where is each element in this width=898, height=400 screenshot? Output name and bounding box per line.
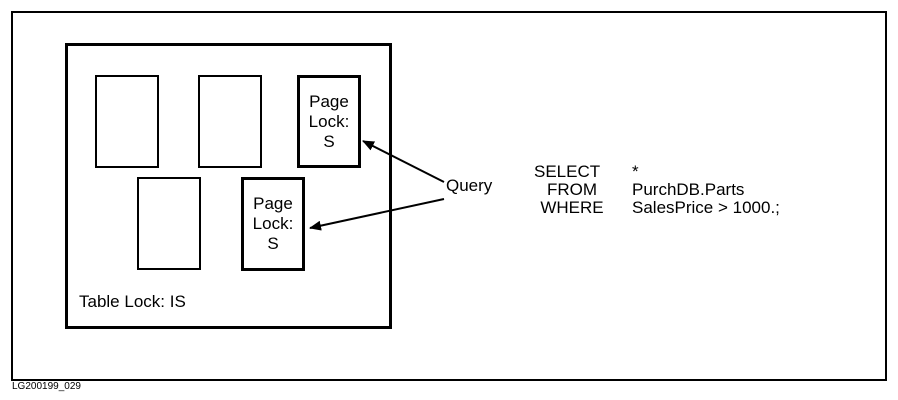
sql-keyword: WHERE [540,198,604,217]
page-lock-label: Page Lock: S [300,92,358,152]
sql-keyword: FROM [546,180,598,199]
page-5-locked: Page Lock: S [241,177,305,271]
page-1 [95,75,159,168]
table-box: Page Lock: S Page Lock: S [65,43,392,329]
page-lock-line: S [267,234,279,253]
page-lock-line: Lock: [308,111,350,131]
figure-id: LG200199_029 [12,381,81,392]
sql-argument: * [632,162,639,181]
page-lock-line: Page [309,91,349,111]
page-lock-label: Page Lock: S [244,194,302,254]
diagram-frame [11,11,887,381]
page-2 [198,75,262,168]
page-lock-line: Lock: [252,214,294,233]
page-3-locked: Page Lock: S [297,75,361,168]
sql-keyword: SELECT [534,162,601,181]
sql-argument: SalesPrice > 1000.; [632,198,780,217]
sql-keywords: SELECT FROM WHERE [534,163,610,217]
sql-arguments: * PurchDB.Parts SalesPrice > 1000.; [632,163,780,217]
sql-argument: PurchDB.Parts [632,180,745,199]
page-4 [137,177,201,270]
query-label: Query [446,176,493,195]
table-lock-label: Table Lock: IS [79,292,186,311]
page-lock-line: S [323,131,335,151]
page-lock-line: Page [253,194,293,213]
